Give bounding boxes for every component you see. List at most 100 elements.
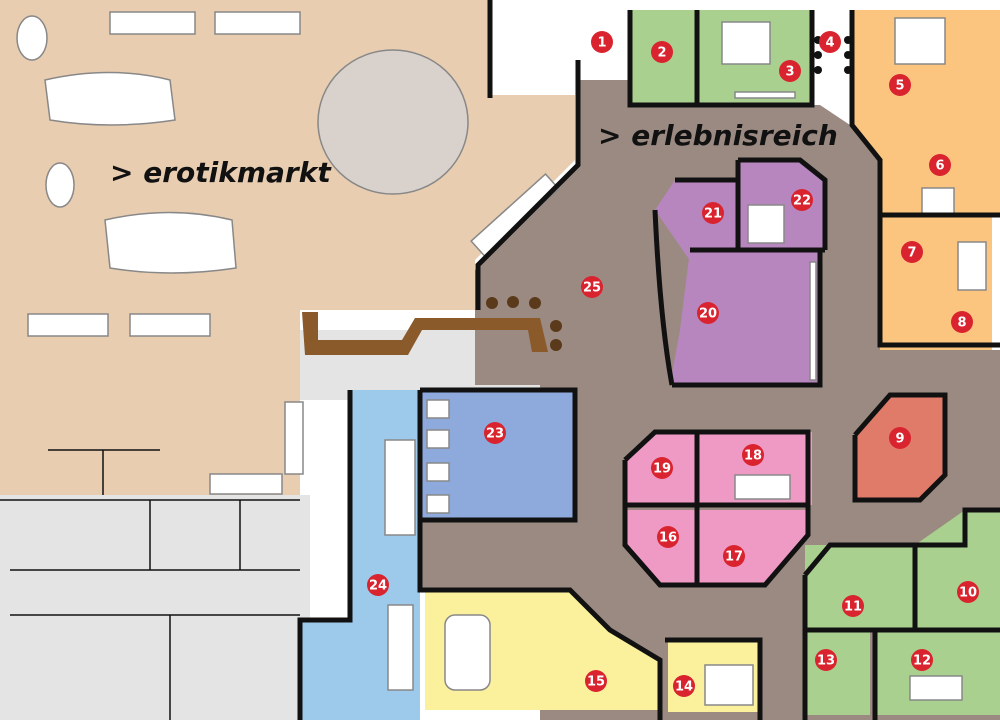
marker-23-badge[interactable] bbox=[484, 422, 506, 444]
marker-2-label: 2 bbox=[657, 46, 666, 61]
wall bbox=[622, 429, 811, 508]
room-18-sofa bbox=[734, 474, 791, 500]
wall bbox=[849, 10, 1000, 348]
label-erlebnisreich: > erlebnisreich bbox=[598, 119, 838, 152]
room-20-screen bbox=[809, 261, 817, 381]
marker-2-badge[interactable] bbox=[651, 41, 673, 63]
marker-9-badge[interactable] bbox=[889, 427, 911, 449]
marker-25-badge[interactable] bbox=[581, 276, 603, 298]
room-4-light bbox=[814, 51, 822, 59]
marker-14-badge[interactable] bbox=[673, 675, 695, 697]
shelf bbox=[109, 11, 196, 35]
room-14-bed bbox=[704, 664, 754, 706]
room-4-light bbox=[814, 66, 822, 74]
wall bbox=[738, 157, 828, 250]
marker-24-label: 24 bbox=[369, 579, 387, 594]
wall bbox=[417, 387, 578, 523]
marker-4-badge[interactable] bbox=[819, 31, 841, 53]
marker-5-badge[interactable] bbox=[889, 74, 911, 96]
table-oval bbox=[16, 15, 48, 61]
label-erotikmarkt: > erotikmarkt bbox=[110, 156, 332, 189]
room-23-toilet bbox=[426, 399, 450, 419]
bar-stool bbox=[550, 320, 562, 332]
wall bbox=[417, 520, 663, 720]
marker-15-label: 15 bbox=[587, 675, 605, 690]
marker-11-badge[interactable] bbox=[842, 595, 864, 617]
room-12[interactable] bbox=[875, 630, 1000, 715]
bar-stool bbox=[507, 296, 519, 308]
bar-stool bbox=[550, 339, 562, 351]
room-3-bench bbox=[734, 91, 796, 99]
wall bbox=[852, 392, 948, 503]
marker-10-label: 10 bbox=[959, 586, 977, 601]
room-22-bed bbox=[747, 204, 785, 244]
wall bbox=[297, 390, 353, 720]
shelf bbox=[209, 473, 283, 495]
table-oval bbox=[45, 162, 75, 208]
marker-20-badge[interactable] bbox=[697, 302, 719, 324]
marker-17-badge[interactable] bbox=[723, 545, 745, 567]
marker-6-label: 6 bbox=[935, 159, 944, 174]
marker-8-label: 8 bbox=[957, 316, 966, 331]
room-23-toilet bbox=[426, 494, 450, 514]
room-7-sofa bbox=[957, 241, 987, 291]
room-11[interactable] bbox=[805, 545, 915, 630]
service-area-bottom-left bbox=[0, 495, 310, 720]
marker-12-badge[interactable] bbox=[911, 649, 933, 671]
wall bbox=[475, 60, 581, 310]
marker-19-label: 19 bbox=[653, 462, 671, 477]
room-24-sink bbox=[384, 439, 416, 536]
marker-3-badge[interactable] bbox=[779, 60, 801, 82]
marker-9-label: 9 bbox=[895, 432, 904, 447]
room-13[interactable] bbox=[805, 630, 870, 715]
wall bbox=[665, 637, 763, 720]
round-table-large bbox=[317, 49, 469, 195]
room-markers: 1234567891011121314151617181920212223242… bbox=[367, 31, 979, 697]
marker-18-badge[interactable] bbox=[742, 444, 764, 466]
shelf bbox=[129, 313, 211, 337]
marker-16-label: 16 bbox=[659, 531, 677, 546]
marker-24-badge[interactable] bbox=[367, 574, 389, 596]
marker-21-badge[interactable] bbox=[702, 202, 724, 224]
room-24-bench bbox=[387, 604, 414, 691]
marker-14-label: 14 bbox=[675, 680, 693, 695]
marker-25-label: 25 bbox=[583, 281, 601, 296]
marker-12-label: 12 bbox=[913, 654, 931, 669]
marker-1-label: 1 bbox=[597, 36, 606, 51]
marker-22-label: 22 bbox=[793, 194, 811, 209]
marker-8-badge[interactable] bbox=[951, 311, 973, 333]
marker-7-badge[interactable] bbox=[901, 241, 923, 263]
marker-23-label: 23 bbox=[486, 427, 504, 442]
room-20[interactable] bbox=[670, 250, 820, 385]
bar-stool bbox=[529, 297, 541, 309]
marker-20-label: 20 bbox=[699, 307, 717, 322]
marker-16-badge[interactable] bbox=[657, 526, 679, 548]
display-curved-1 bbox=[44, 71, 176, 126]
room-10[interactable] bbox=[915, 510, 1000, 630]
marker-15-badge[interactable] bbox=[585, 670, 607, 692]
room-12-sofa bbox=[909, 675, 963, 701]
marker-5-label: 5 bbox=[895, 79, 904, 94]
marker-7-label: 7 bbox=[907, 246, 916, 261]
marker-19-badge[interactable] bbox=[651, 457, 673, 479]
shelf bbox=[214, 11, 301, 35]
room-5-bed bbox=[894, 17, 946, 65]
marker-10-badge[interactable] bbox=[957, 581, 979, 603]
marker-1-badge[interactable] bbox=[591, 31, 613, 53]
room-16[interactable] bbox=[625, 510, 697, 585]
wall bbox=[694, 10, 815, 108]
room-5-6[interactable] bbox=[850, 10, 1000, 215]
wall bbox=[672, 247, 823, 388]
bar-stool bbox=[486, 297, 498, 309]
room-23-toilet bbox=[426, 462, 450, 482]
marker-17-label: 17 bbox=[725, 550, 743, 565]
wall bbox=[622, 505, 811, 588]
marker-6-badge[interactable] bbox=[929, 154, 951, 176]
display-curved-2 bbox=[104, 211, 237, 274]
bar-counter bbox=[302, 312, 548, 355]
marker-13-badge[interactable] bbox=[815, 649, 837, 671]
wall bbox=[627, 10, 697, 108]
marker-21-label: 21 bbox=[704, 207, 722, 222]
marker-13-label: 13 bbox=[817, 654, 835, 669]
marker-22-badge[interactable] bbox=[791, 189, 813, 211]
